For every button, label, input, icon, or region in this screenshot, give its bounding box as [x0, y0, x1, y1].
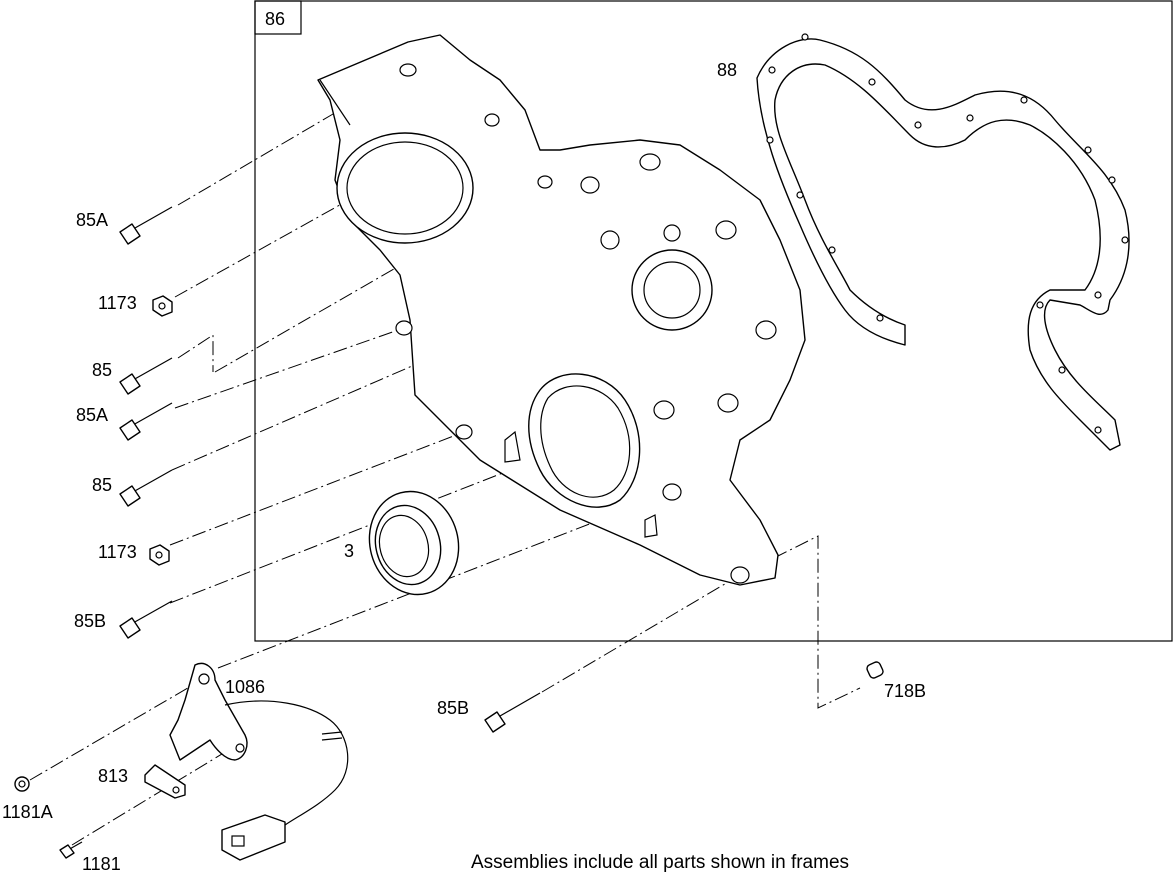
callout-85-lower: 85 — [92, 475, 112, 495]
callout-1181: 1181 — [82, 854, 121, 874]
nut-1173-lower — [149, 544, 170, 566]
callout-3: 3 — [344, 541, 354, 561]
callout-1173-lower: 1173 — [98, 542, 137, 562]
callout-718B: 718B — [884, 681, 926, 701]
bolt-85A-lower — [119, 402, 173, 441]
dowel-pin — [866, 661, 884, 679]
bolt-85B-left — [119, 600, 173, 639]
timing-cover — [317, 34, 806, 586]
bolt-85B-center — [484, 692, 541, 733]
bolt-85-upper — [119, 357, 173, 395]
callout-85A-lower: 85A — [76, 405, 108, 425]
callout-1173-upper: 1173 — [98, 293, 137, 313]
nut-1173-upper — [152, 295, 173, 317]
bolt-85-lower — [119, 469, 173, 507]
gasket — [756, 33, 1130, 451]
callout-85-upper: 85 — [92, 360, 112, 380]
frame-label-box — [254, 0, 302, 35]
callout-88: 88 — [717, 60, 737, 80]
callout-85B-center: 85B — [437, 698, 469, 718]
assembly-frame — [254, 0, 1173, 642]
callout-1181A: 1181A — [2, 802, 53, 822]
oil-seal — [368, 490, 460, 596]
bolt-1181A — [14, 776, 30, 792]
callout-813: 813 — [98, 766, 128, 786]
frame-label: 86 — [265, 9, 285, 29]
callout-85A-upper: 85A — [76, 210, 108, 230]
bolt-85A-upper — [119, 206, 173, 245]
sensor-bracket — [144, 764, 186, 799]
callout-1086: 1086 — [225, 677, 265, 697]
footer-note: Assemblies include all parts shown in fr… — [470, 852, 850, 873]
bolt-1181 — [59, 841, 83, 859]
callout-85B-left: 85B — [74, 611, 106, 631]
crank-sensor — [169, 662, 349, 861]
